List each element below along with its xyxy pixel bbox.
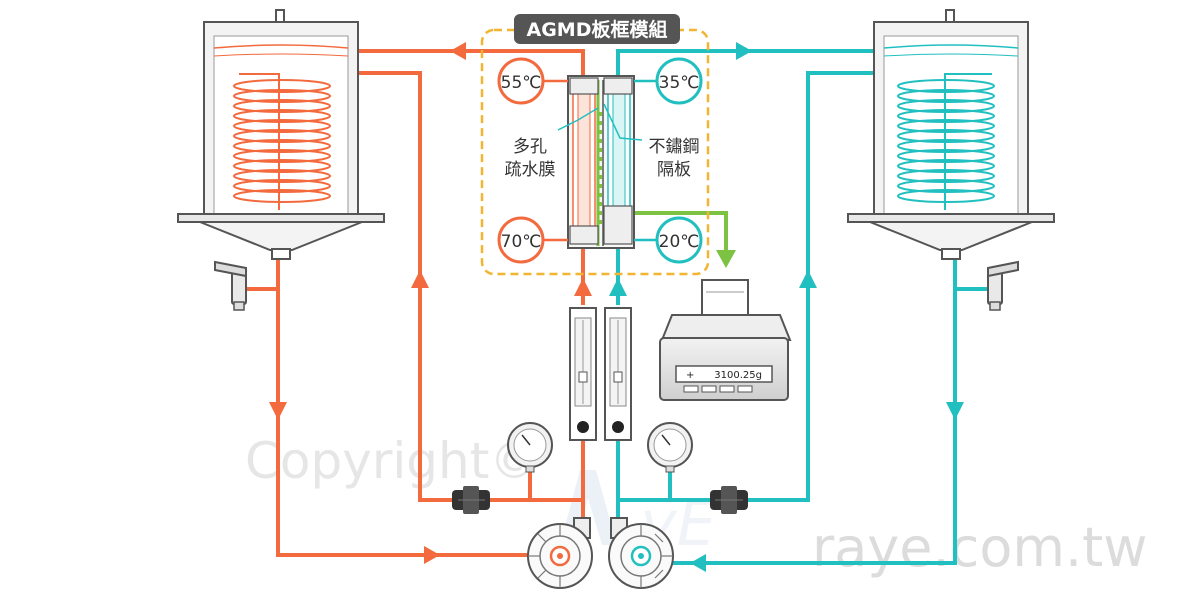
condensate-drop — [599, 112, 602, 116]
copyright-watermark: Copyright© — [245, 432, 539, 490]
hot-flow-arrows — [269, 42, 592, 564]
hot-valve — [452, 486, 490, 514]
condensate-drop — [599, 139, 602, 143]
hot-drain-tap — [214, 260, 247, 311]
hot-pump — [527, 517, 593, 589]
coil-turn — [233, 119, 331, 133]
plate-frame — [567, 75, 635, 249]
condensate-drop — [599, 157, 602, 161]
coil-turn — [233, 89, 331, 103]
balance-scale: + 3100.25g — [659, 279, 792, 401]
cold-tank — [847, 9, 1055, 311]
condensate-drop — [599, 184, 602, 188]
coil-turn — [233, 109, 331, 123]
coil-turn — [233, 149, 331, 163]
hot-supply-pipe — [276, 258, 530, 557]
temp-hot-out: 55℃ — [497, 57, 568, 105]
plate-label-1: 不鏽鋼 — [649, 137, 700, 157]
hot-arrow-left — [450, 42, 466, 60]
cold-return-pipe — [616, 49, 875, 76]
condensate-drop — [599, 220, 602, 224]
cold-valve — [710, 486, 748, 514]
hot-pressure-gauge — [507, 422, 553, 473]
coil-turn — [233, 129, 331, 143]
cold-flow-arrows — [609, 42, 964, 572]
condensate-drop — [599, 148, 602, 152]
temp-cold-out-label: 35℃ — [659, 73, 700, 93]
coil-turn — [233, 169, 331, 183]
hot-heating-coil — [233, 79, 331, 203]
temp-hot-in-label: 70℃ — [501, 232, 542, 252]
condensate-drop — [599, 175, 602, 179]
coil-turn — [233, 189, 331, 203]
plate-label-2: 隔板 — [657, 160, 691, 180]
hot-return-pipe — [355, 49, 585, 76]
condensate-drop — [599, 202, 602, 206]
temp-cold-in: 20℃ — [634, 216, 703, 264]
condensate-drop — [599, 130, 602, 134]
cold-flowmeter — [604, 307, 632, 441]
coil-turn — [233, 159, 331, 173]
coil-turn — [233, 79, 331, 93]
scale-display — [675, 365, 773, 383]
distillate-arrow — [716, 250, 736, 268]
temp-cold-in-label: 20℃ — [659, 232, 700, 252]
membrane-label-2: 疏水膜 — [505, 160, 556, 180]
module-title-box — [514, 14, 680, 44]
cold-pressure-gauge — [647, 422, 693, 473]
cold-arrow-left — [690, 554, 706, 572]
condensate-drop — [599, 121, 602, 125]
distillate-line — [612, 211, 736, 268]
cold-arrow-right — [736, 42, 752, 60]
hot-arrow-up — [411, 270, 429, 288]
temp-cold-out: 35℃ — [634, 57, 703, 105]
coil-turn — [233, 179, 331, 193]
condensate-drop — [599, 166, 602, 170]
scale-sign: + — [686, 370, 694, 381]
cold-arrow-up-module — [609, 278, 627, 296]
temp-hot-out-label: 55℃ — [501, 73, 542, 93]
cold-arrow-up — [799, 270, 817, 288]
condensate-drop — [599, 211, 602, 215]
cold-supply-pipe — [668, 258, 957, 565]
hot-tank — [177, 9, 385, 311]
cold-pump — [608, 517, 674, 589]
module-title: AGMD板框模組 — [527, 18, 668, 41]
coil-turn — [233, 139, 331, 153]
scale-readout: 3100.25g — [714, 370, 762, 381]
hot-arrow-up-module — [574, 278, 592, 296]
hot-flowmeter — [569, 307, 597, 441]
hot-arrow-right — [424, 546, 440, 564]
hot-arrow-down — [269, 402, 287, 420]
temp-hot-in: 70℃ — [497, 216, 568, 264]
cold-drain-tap — [987, 260, 1019, 311]
agmd-module: AGMD板框模組 55℃ 70℃ — [480, 14, 710, 276]
coil-turn — [233, 99, 331, 113]
cold-arrow-down — [946, 402, 964, 420]
membrane-label-1: 多孔 — [513, 137, 547, 157]
brand-watermark: raye.com.tw — [812, 516, 1147, 579]
module-boundary — [480, 28, 710, 276]
condensate-drop — [599, 193, 602, 197]
